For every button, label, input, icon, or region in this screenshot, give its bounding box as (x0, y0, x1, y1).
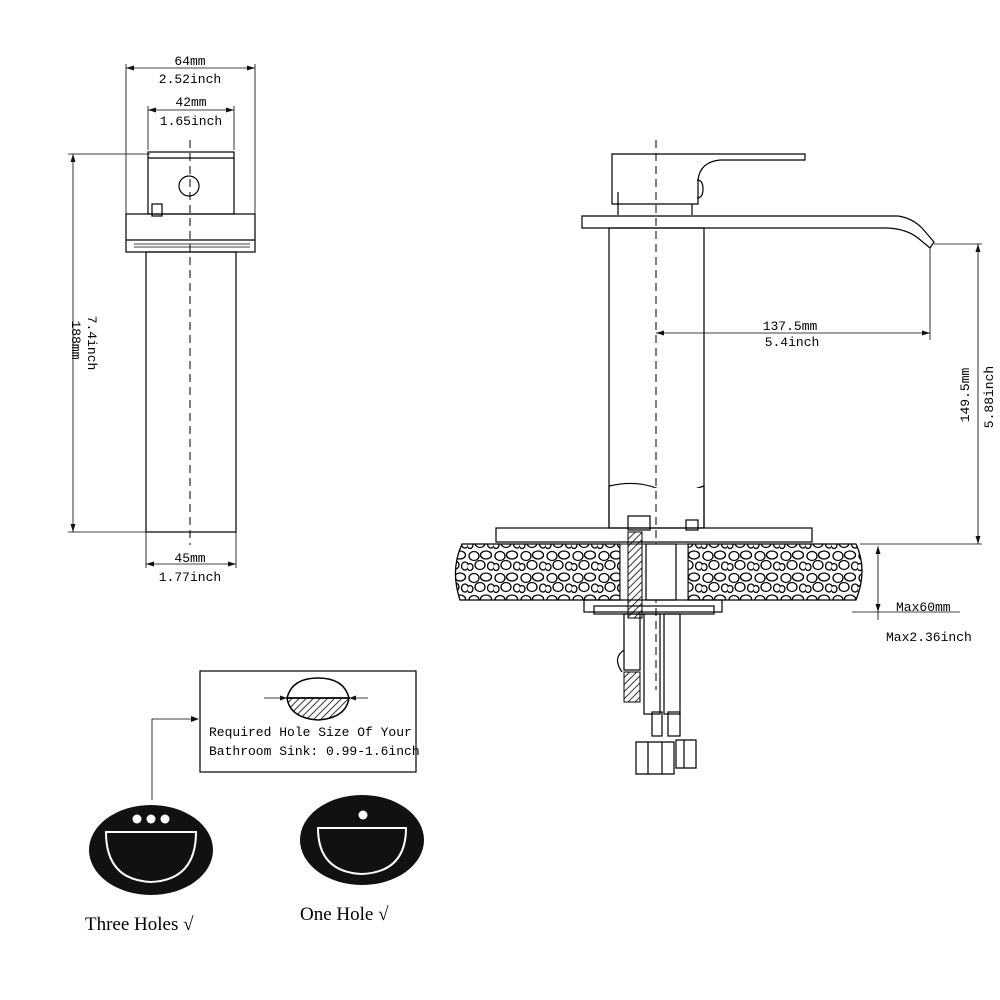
hose-nut-left (635, 741, 675, 775)
side-base-ring (495, 527, 813, 543)
hole-size-note: Required Hole Size Of Your Bathroom Sink… (151, 670, 420, 800)
side-spout (581, 215, 935, 249)
hole-cross-section-icon (286, 697, 350, 721)
countertop-left (454, 543, 621, 601)
deck-max-inch-label: Max2.36inch (886, 630, 972, 645)
sink-three-holes: Three Holes √ (85, 805, 213, 935)
hole-note-line1: Required Hole Size Of Your (209, 725, 412, 740)
base-mm-label: 45mm (174, 551, 205, 566)
handle-inch-label: 1.65inch (160, 114, 222, 129)
front-view: 64mm 2.52inch 42mm 1.65inch 188mm 7.4inc… (68, 54, 256, 585)
height-mm-label: 188mm (68, 320, 83, 359)
height-inch-label: 7.4inch (84, 316, 99, 371)
front-body (145, 251, 237, 533)
side-handle-lever (611, 153, 806, 205)
spout-height-mm-label: 149.5mm (958, 367, 973, 422)
reach-mm-label: 137.5mm (763, 319, 818, 334)
front-handle-knob (178, 175, 200, 197)
base-inch-label: 1.77inch (159, 570, 221, 585)
width-inch-label: 2.52inch (159, 72, 221, 87)
mounting-plate (583, 599, 723, 613)
threaded-rod (627, 531, 643, 619)
hose-nut-right (675, 739, 697, 769)
deck-max-mm-label: Max60mm (896, 600, 951, 615)
hole-note-line2: Bathroom Sink: 0.99-1.6inch (209, 744, 420, 759)
countertop-right (687, 543, 863, 601)
three-holes-label: Three Holes √ (85, 914, 194, 935)
hole-note-box (199, 670, 417, 773)
spout-height-inch-label: 5.88inch (982, 366, 997, 428)
side-view: 137.5mm 5.4inch 149.5mm 5.88inch Max60mm… (454, 140, 997, 775)
one-hole-label: One Hole √ (300, 904, 389, 925)
reach-inch-label: 5.4inch (765, 335, 820, 350)
sink-one-hole: One Hole √ (300, 795, 424, 925)
front-handle (147, 151, 235, 215)
handle-mm-label: 42mm (175, 95, 206, 110)
width-mm-label: 64mm (174, 54, 205, 69)
